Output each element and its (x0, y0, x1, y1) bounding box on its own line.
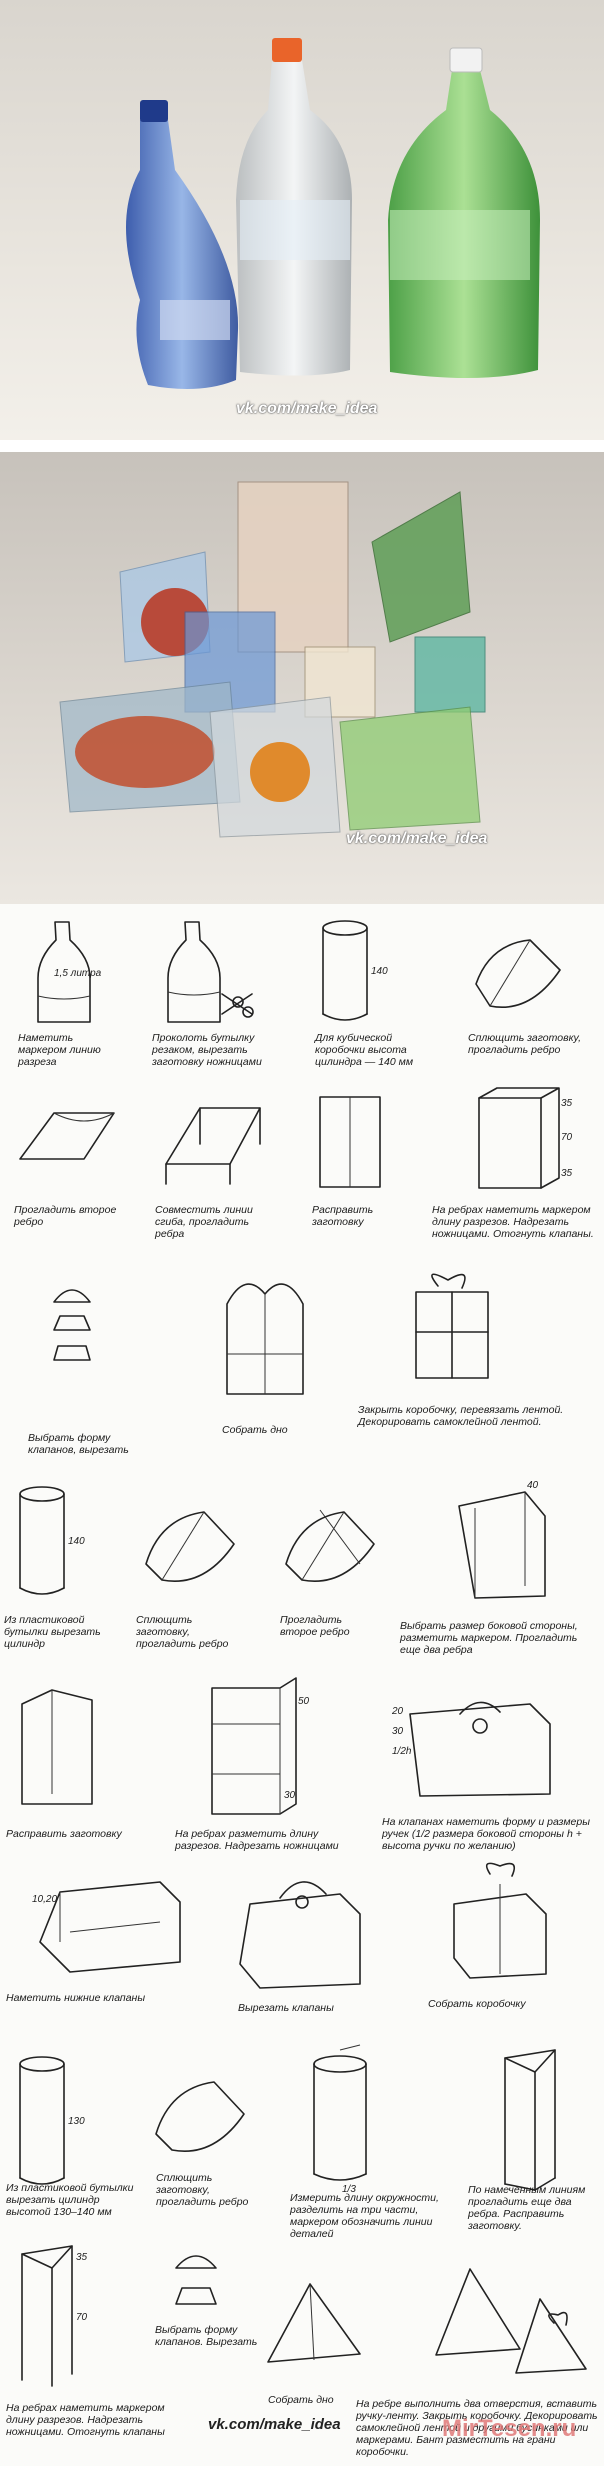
cylinder-drawing-3: 130 (19, 2056, 85, 2185)
bottle-volume-label: 1,5 литра (54, 968, 102, 979)
bottom-flaps-drawing: 10,20 (32, 1881, 181, 1973)
step-caption-26: На ребрах наметить маркером длину разрез… (6, 2402, 165, 2438)
cut-flaps-drawing-2 (239, 1881, 361, 1989)
dim-35-b: 35 (561, 1168, 573, 1179)
mark-side-drawing: 40 (458, 1480, 546, 1599)
dim-70-b: 70 (76, 2312, 88, 2323)
step-caption-28: Собрать дно (268, 2394, 334, 2406)
dim-50: 50 (298, 1696, 310, 1707)
step-caption-16: Расправить заготовку (6, 1828, 122, 1840)
step-caption-23: Сплющить заготовку, прогладить ребро (156, 2172, 249, 2208)
step-caption-8: На ребрах наметить маркером длину разрез… (432, 1204, 594, 1240)
instruction-sheet: 1,5 литра Наметить маркером линию разрез… (0, 904, 604, 2466)
dim-140-a: 140 (371, 966, 388, 977)
step-caption-25: По намеченным линиям прогладить еще два … (468, 2184, 586, 2232)
dim-70: 70 (561, 1132, 573, 1143)
dim-20: 20 (391, 1706, 404, 1717)
align-folds-drawing (165, 1107, 261, 1185)
step-caption-9: Выбрать форму клапанов, вырезать (28, 1432, 129, 1456)
mirtesen-logo[interactable]: MirTesen.ru (438, 2408, 598, 2448)
step-caption-11: Закрыть коробочку, перевязать лентой. Де… (358, 1404, 564, 1428)
bottom-watermark: vk.com/make_idea (208, 2416, 341, 2433)
step-caption-22: Из пластиковой бутылки вырезать цилиндр … (6, 2182, 134, 2218)
step-caption-24: Измерить длину окружности, разделить на … (290, 2192, 439, 2240)
step-caption-27: Выбрать форму клапанов. Вырезать (155, 2324, 258, 2348)
mirtesen-logo-art: MirTesen.ru (442, 2415, 576, 2442)
open-blank-drawing-2 (21, 1689, 93, 1805)
photo-three-bottles: vk.com/make_idea (0, 0, 604, 440)
step-caption-1: Наметить маркером линию разреза (18, 1032, 101, 1068)
assemble-bottom-drawing (226, 1283, 304, 1395)
step-caption-12: Из пластиковой бутылки вырезать цилиндр (4, 1614, 101, 1650)
step-caption-20: Вырезать клапаны (238, 2002, 334, 2014)
step-caption-15: Выбрать размер боковой стороны, разметит… (400, 1620, 578, 1656)
photo-finished-boxes: vk.com/make_idea (0, 452, 604, 904)
dim-30: 30 (284, 1790, 296, 1801)
dim-one-third: 1/3 (342, 2184, 356, 2195)
boxes-illustration (59, 481, 486, 838)
assembled-box-drawing (453, 1862, 547, 1979)
dim-40: 40 (527, 1480, 539, 1491)
dim-140-b: 140 (68, 1536, 85, 1547)
step-caption-19: Наметить нижние клапаны (6, 1992, 146, 2004)
mark-cuts-drawing: 50 30 (211, 1677, 310, 1815)
second-edge-drawing-2 (285, 1509, 375, 1582)
photo-watermark-top: vk.com/make_idea (236, 400, 378, 417)
second-edge-drawing (19, 1112, 115, 1160)
dim-130: 130 (68, 2116, 85, 2127)
step-caption-21: Собрать коробочку (428, 1998, 526, 2010)
photo-separator (0, 440, 604, 452)
prism-cuts-drawing: 35 70 (21, 2245, 88, 2387)
flatten-drawing-3 (155, 2081, 245, 2152)
dim-35-c: 35 (76, 2252, 88, 2263)
step-caption-10: Собрать дно (222, 1424, 288, 1436)
dim-10-20: 10,20 (32, 1894, 57, 1905)
measure-circumference-drawing: 1/3 (313, 2044, 367, 2195)
prism-bottom-drawing (267, 2283, 361, 2363)
flatten-drawing-2 (145, 1511, 235, 1582)
bottle-marker-drawing: 1,5 литра (37, 921, 102, 1023)
step-caption-17: На ребрах разметить длину разрезов. Надр… (175, 1828, 339, 1852)
step-caption-5: Прогладить второе ребро (14, 1204, 117, 1228)
step-caption-18: На клапанах наметить форму и размеры руч… (382, 1816, 590, 1852)
flap-shapes-drawing (53, 1289, 91, 1361)
step-caption-13: Сплющить заготовку, прогладить ребро (136, 1614, 229, 1650)
cylinder-drawing: 140 (322, 920, 388, 1021)
flap-shapes-drawing-2 (175, 2255, 217, 2305)
step-caption-14: Прогладить второе ребро (280, 1614, 350, 1638)
bottles-illustration (126, 38, 540, 389)
step-caption-2: Проколоть бутылку резаком, вырезать заго… (152, 1032, 262, 1068)
dim-half-h: 1/2h (392, 1746, 412, 1757)
step-caption-3: Для кубической коробочки высота цилиндра… (315, 1032, 414, 1068)
cylinder-drawing-2: 140 (19, 1486, 85, 1595)
step-caption-7: Расправить заготовку (312, 1204, 374, 1228)
tied-box-drawing (415, 1273, 489, 1379)
step-caption-4: Сплющить заготовку, прогладить ребро (468, 1032, 582, 1056)
decorated-prism-drawing (435, 2268, 587, 2374)
cut-flaps-drawing: 35 70 35 (478, 1087, 573, 1189)
flattened-cylinder-drawing (475, 939, 561, 1008)
triangular-prism-drawing (504, 2049, 556, 2191)
bottle-cut-drawing (167, 921, 254, 1023)
photo-watermark-middle: vk.com/make_idea (346, 830, 488, 847)
step-caption-29: На ребре выполнить два отверстия, встави… (356, 2398, 598, 2458)
dim-35: 35 (561, 1098, 573, 1109)
step-caption-6: Совместить линии сгиба, прогладить ребра (155, 1204, 253, 1240)
dim-30-b: 30 (392, 1726, 404, 1737)
handle-shape-drawing: 20 30 1/2h (391, 1701, 551, 1797)
open-blank-drawing (319, 1096, 381, 1188)
mirtesen-logo-text: MirTesen.ru (442, 2415, 576, 2442)
